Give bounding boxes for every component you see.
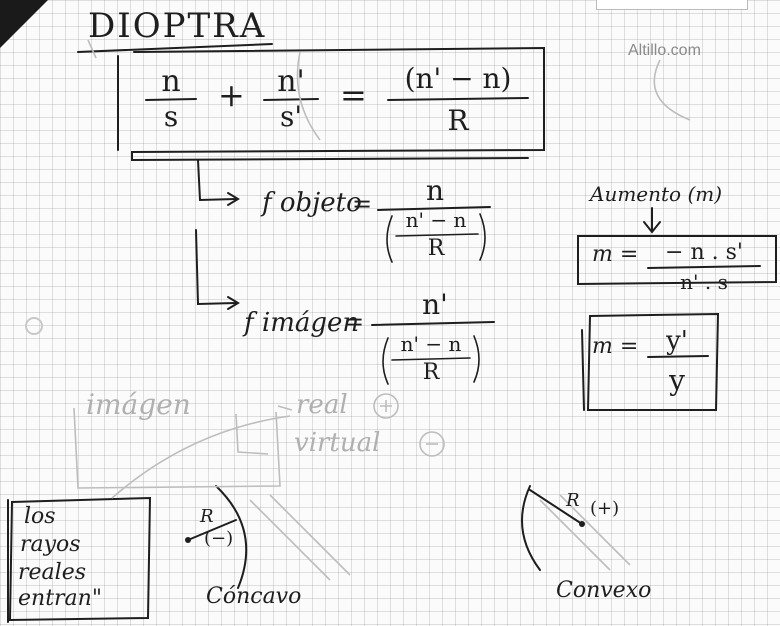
fobjeto-num: n (425, 174, 445, 207)
aumento-label: Aumento (m) (590, 182, 723, 206)
fimagen-num: n' (422, 288, 448, 321)
fobjeto-den-den: R (427, 236, 445, 261)
faded-real: real (296, 390, 348, 420)
arrow-fimagen (195, 229, 237, 306)
fobjeto-den-num: n' − n (405, 208, 467, 232)
faded-minus: − (426, 438, 438, 454)
faded-imagen: imágen (86, 388, 191, 421)
formula-n3: (n' − n) (404, 62, 512, 95)
formula-d1: s (163, 100, 179, 133)
formula-d3: R (447, 104, 469, 137)
formula-n1: n (161, 64, 181, 99)
aumento-formula2-num: y' (666, 326, 688, 356)
convex-radius-line (529, 489, 583, 525)
faded-virtual: virtual (294, 428, 381, 458)
top-corner-box (596, 0, 748, 10)
convex-caption: Convexo (556, 578, 652, 603)
concave-caption: Cóncavo (206, 584, 302, 609)
aumento-formula1-den: n' . s (680, 270, 728, 294)
page-title: DIOPTRA (88, 6, 267, 46)
fimagen-equals: = (344, 308, 365, 336)
fobjeto-label: f objeto (262, 188, 362, 218)
aumento-box-2 (586, 312, 720, 411)
convex-r-label: R (566, 490, 580, 511)
concave-radius-line (187, 519, 237, 541)
fimagen-den-den: R (422, 360, 440, 385)
fimagen-label: f imágen (244, 308, 360, 338)
formula-equals: = (340, 76, 367, 114)
aumento-formula2-den: y (669, 364, 685, 397)
convex-mirror-arc (521, 485, 541, 571)
aumento-formula1-lhs: m = (592, 242, 639, 267)
note-line-2: rayos (20, 532, 81, 557)
concave-mirror-arc (215, 485, 248, 589)
title-underline (77, 43, 273, 53)
watermark: Altillo.com (628, 42, 701, 59)
aumento-formula2-lhs: m = (592, 334, 639, 359)
note-box-outline (8, 496, 152, 622)
formula-d2: s' (279, 100, 303, 133)
fobjeto-equals: = (352, 190, 373, 218)
note-line-4: entran" (18, 586, 102, 611)
convex-sign: (+) (590, 498, 620, 519)
page-corner-fold (0, 0, 48, 48)
note-line-1: los (24, 504, 56, 529)
fimagen-den-num: n' − n (400, 332, 462, 356)
aumento-box-1 (577, 235, 777, 286)
arrow-fobjeto (197, 159, 237, 202)
aumento-formula1-num: − n . s' (665, 240, 743, 265)
faded-plus: + (380, 400, 392, 416)
formula-n2: n' (277, 64, 305, 99)
concave-r-label: R (200, 506, 214, 527)
note-line-3: reales (18, 560, 86, 585)
formula-plus: + (218, 76, 245, 114)
concave-sign: (−) (204, 528, 234, 549)
